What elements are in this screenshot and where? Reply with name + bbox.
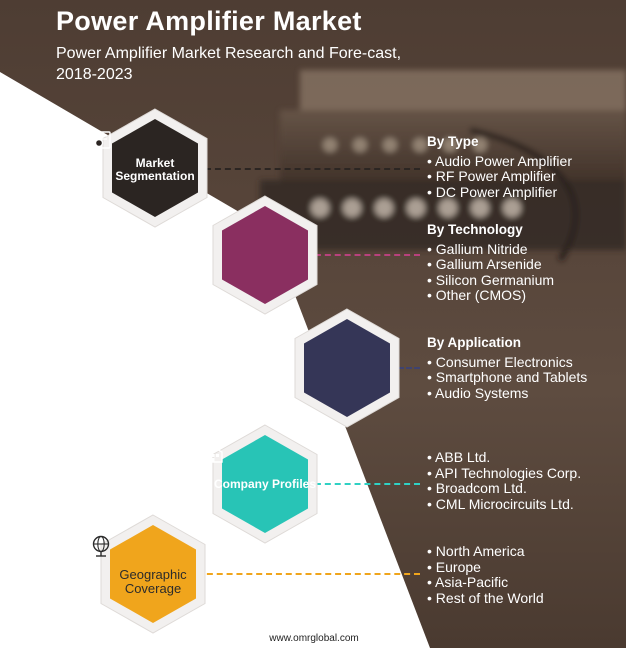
list-item: Rest of the World: [427, 590, 544, 607]
connector-line: [305, 254, 420, 256]
segment-by-type: By Type Audio Power Amplifier RF Power A…: [427, 134, 572, 200]
list-item: Silicon Germanium: [427, 272, 554, 289]
list-item: DC Power Amplifier: [427, 184, 572, 201]
segment-regions: North America Europe Asia-Pacific Rest o…: [427, 543, 544, 607]
list-item: Gallium Arsenide: [427, 256, 554, 273]
page-title: Power Amplifier Market: [56, 6, 362, 36]
list-item: Asia-Pacific: [427, 574, 544, 591]
globe-pin-icon: [92, 535, 110, 557]
document-magnifier-icon: [93, 131, 111, 149]
hexagon-shape: [294, 308, 400, 428]
segment-companies: ABB Ltd. API Technologies Corp. Broadcom…: [427, 449, 581, 513]
hex-label: Geographic Coverage: [119, 567, 187, 596]
hexagon-shape: [100, 514, 206, 634]
connector-line: [390, 367, 420, 369]
list-item: North America: [427, 543, 544, 560]
connector-line: [195, 168, 420, 170]
hexagon-shape: [212, 424, 318, 544]
list-item: Audio Systems: [427, 385, 587, 402]
list-item: Broadcom Ltd.: [427, 480, 581, 497]
list-item: Other (CMOS): [427, 287, 554, 304]
connector-line: [305, 483, 420, 485]
list-item: Consumer Electronics: [427, 354, 587, 371]
list-item: Europe: [427, 559, 544, 576]
segment-heading: By Technology: [427, 222, 523, 237]
connector-line: [197, 573, 420, 575]
footer-url: www.omrglobal.com: [262, 632, 366, 646]
segment-by-application: By Application Consumer Electronics Smar…: [427, 335, 587, 401]
hexagon-shape: [212, 195, 318, 315]
segment-by-technology: By Technology Gallium Nitride Gallium Ar…: [427, 222, 554, 304]
segment-heading: By Type: [427, 134, 479, 149]
list-item: API Technologies Corp.: [427, 465, 581, 482]
hex-geographic-coverage: Geographic Coverage: [92, 514, 206, 634]
list-item: ABB Ltd.: [427, 449, 581, 466]
list-item: Audio Power Amplifier: [427, 153, 572, 170]
segment-heading: By Application: [427, 335, 522, 350]
building-icon: [203, 446, 223, 463]
hex-company-profiles: Company Profiles: [203, 424, 318, 544]
list-item: Smartphone and Tablets: [427, 369, 588, 386]
hex-market-segmentation: Market Segmentation: [93, 108, 208, 228]
hex-application: [294, 308, 400, 428]
list-item: RF Power Amplifier: [427, 168, 572, 185]
hex-label: Company Profiles: [213, 477, 317, 491]
hex-technology: [212, 195, 318, 315]
page-subtitle: Power Amplifier Market Research and Fore…: [56, 45, 402, 83]
hex-label: Market Segmentation: [115, 156, 195, 183]
list-item: Gallium Nitride: [427, 241, 554, 258]
list-item: CML Microcircuits Ltd.: [427, 496, 581, 513]
